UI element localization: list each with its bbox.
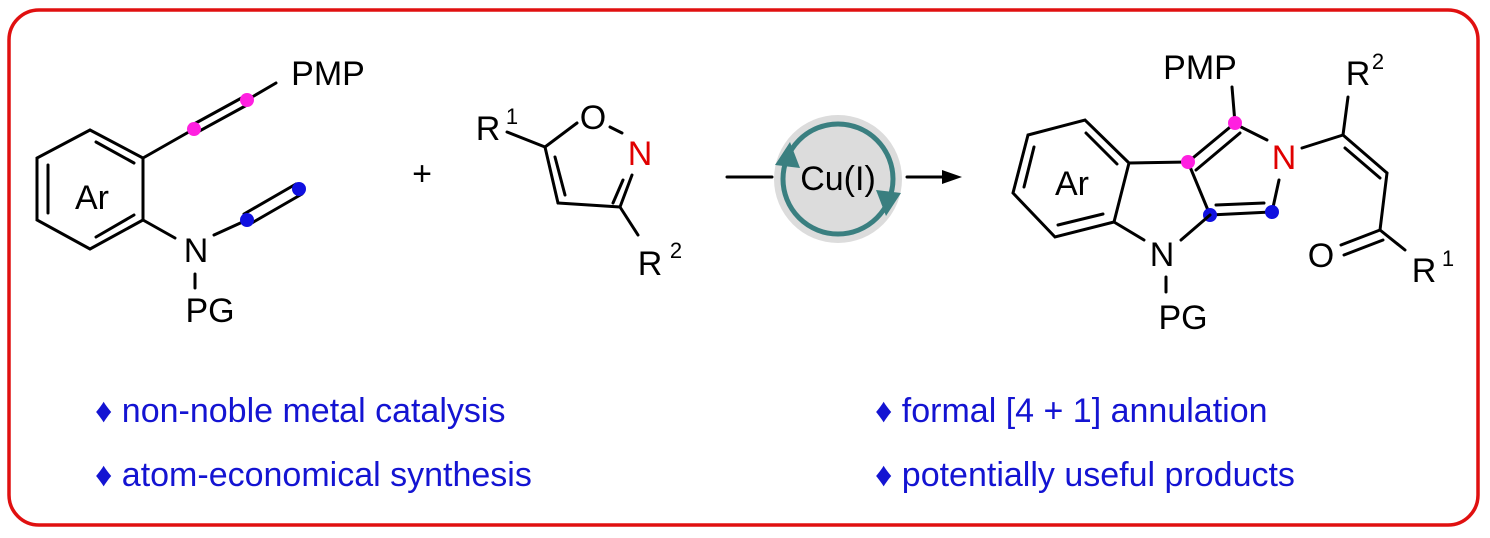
svg-text:1: 1 (506, 104, 518, 129)
reactant-isoxazole: R 1 O N R 2 (476, 99, 682, 283)
cycle-arrowhead (775, 142, 800, 168)
oxygen-label: O (580, 99, 606, 137)
pmp-label: PMP (291, 55, 365, 93)
alkyne-dot (1181, 155, 1195, 169)
feature-item: ♦ potentially useful products (875, 456, 1295, 494)
r1-label: R (476, 110, 501, 148)
svg-text:2: 2 (670, 238, 682, 263)
ynamide-dot (1265, 205, 1279, 219)
product-indole-nitrogen-label: N (1150, 236, 1175, 274)
svg-text:2: 2 (1372, 49, 1384, 74)
ynamide-dot (240, 213, 254, 227)
feature-item: ♦ formal [4 + 1] annulation (875, 392, 1268, 430)
alkyne-dot (240, 93, 254, 107)
product-r1-label: R (1412, 252, 1437, 290)
product-ar-label: Ar (1055, 165, 1089, 203)
alkyne-dot (1228, 116, 1242, 130)
cycle-arrowhead (876, 190, 901, 216)
nitrogen-label: N (184, 232, 209, 270)
product-r2-label: R (1346, 55, 1371, 93)
product-pyrrole-nitrogen-label: N (1272, 139, 1297, 177)
catalyst-background (774, 115, 902, 243)
ynamide-dot (292, 182, 306, 196)
r2-label: R (638, 245, 663, 283)
alkyne-dot (187, 122, 201, 136)
product-pg-label: PG (1158, 299, 1207, 337)
isoxazole-nitrogen-label: N (628, 135, 653, 173)
feature-list: ♦ non-noble metal catalysis ♦ atom-econo… (95, 392, 1295, 494)
plus-sign: + (412, 155, 432, 193)
ar-label: Ar (75, 179, 109, 217)
arrowhead (942, 170, 962, 184)
feature-item: ♦ non-noble metal catalysis (95, 392, 505, 430)
svg-text:1: 1 (1442, 246, 1454, 271)
product-pmp-label: PMP (1163, 49, 1237, 87)
reaction-arrow: Cu(I) (725, 115, 962, 243)
product-oxygen-label: O (1308, 237, 1334, 275)
pg-label: PG (185, 292, 234, 330)
product-pyrroloindole: Ar PMP N N PG R 2 O R 1 (1011, 49, 1454, 337)
catalyst-label: Cu(I) (800, 160, 876, 198)
scheme-border (7, 8, 1480, 527)
catalytic-cycle-icon (780, 121, 896, 237)
feature-item: ♦ atom-economical synthesis (95, 456, 532, 494)
reactant-aryl-ynamide: Ar PMP N PG (35, 55, 365, 330)
